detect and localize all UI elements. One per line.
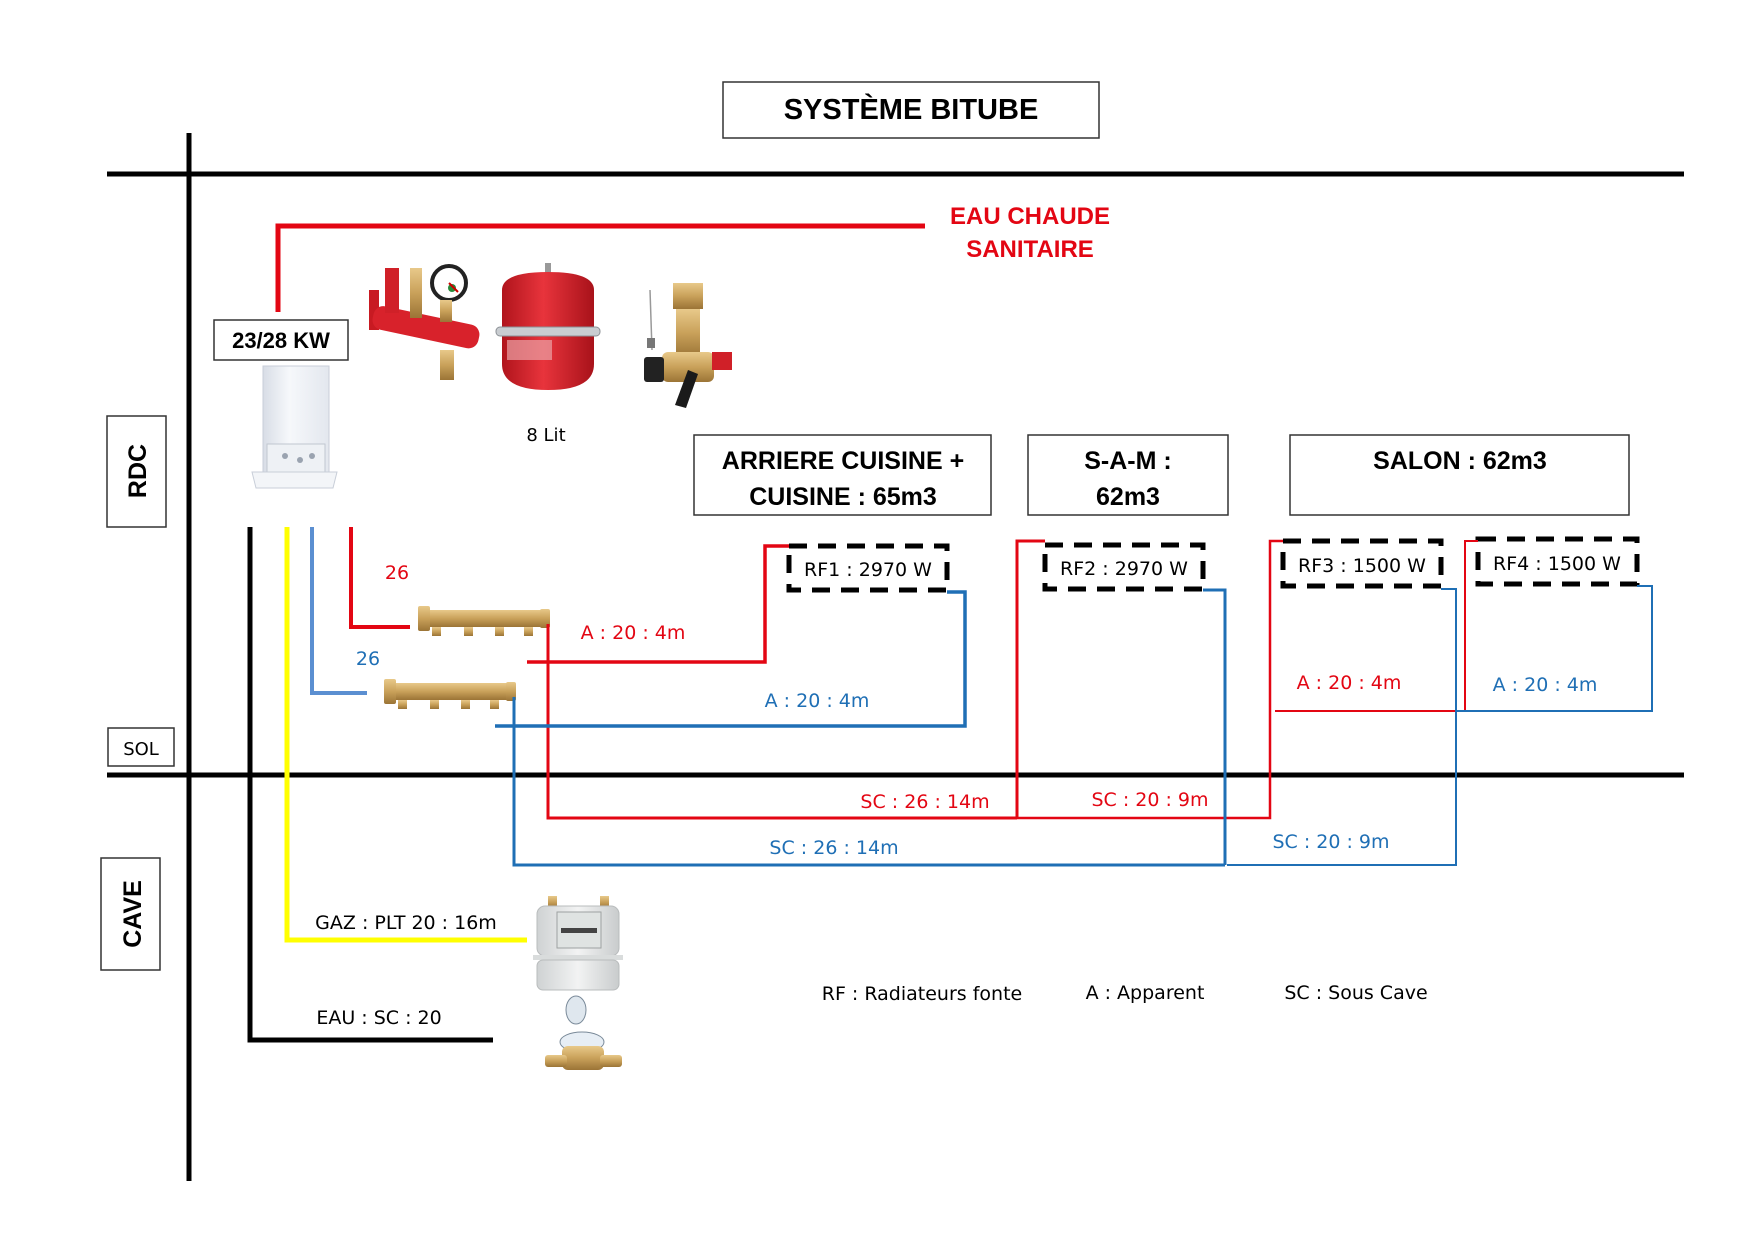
room-sam: S-A-M : 62m3 <box>1027 434 1229 516</box>
pipe-label-rf3-supply: A : 20 : 4m <box>1297 672 1402 694</box>
room-label-line1: SALON : 62m3 <box>1373 447 1547 475</box>
pipe-label-sc-return-1: SC : 26 : 14m <box>769 837 898 859</box>
radiator-label: RF1 : 2970 W <box>804 559 932 581</box>
radiator-rf1: RF1 : 2970 W <box>786 543 950 593</box>
radiator-label: RF4 : 1500 W <box>1493 553 1621 575</box>
supply-pipe-rf3-rf4 <box>1275 540 1478 712</box>
valve-icon <box>644 283 732 408</box>
return-pipe-sc-main <box>512 697 1225 867</box>
pipe-label-rf1-supply: A : 20 : 4m <box>581 622 686 644</box>
room-label-line1: S-A-M : <box>1084 447 1171 475</box>
supply-pipe-rf1 <box>527 544 789 664</box>
radiator-rf2: RF2 : 2970 W <box>1042 542 1206 592</box>
hot-water-pipe <box>275 223 925 312</box>
level-cave-label: CAVE <box>119 880 147 948</box>
room-arriere-cuisine: ARRIERE CUISINE + CUISINE : 65m3 <box>693 434 992 516</box>
pipe-label-rf4-return: A : 20 : 4m <box>1493 674 1598 696</box>
return-diameter-label: 26 <box>356 648 380 670</box>
return-pipe-sc-2 <box>1227 588 1457 866</box>
pipe-label-rf1-return: A : 20 : 4m <box>765 690 870 712</box>
supply-pipe-rf2 <box>1015 539 1045 818</box>
room-label-line1: ARRIERE CUISINE + <box>722 447 964 475</box>
return-riser <box>310 527 367 695</box>
title-box: SYSTÈME BITUBE <box>722 81 1100 139</box>
level-rdc: RDC <box>106 415 167 528</box>
return-manifold-icon <box>384 679 516 709</box>
gas-pipe <box>284 527 527 943</box>
safety-group-icon <box>369 264 480 380</box>
pipe-label-sc-supply-2: SC : 20 : 9m <box>1091 789 1208 811</box>
boiler-icon <box>251 365 338 489</box>
water-pipe <box>247 527 493 1043</box>
room-label-line2: 62m3 <box>1096 483 1160 511</box>
supply-diameter-label: 26 <box>385 562 409 584</box>
supply-pipe-sc-main <box>546 624 1017 820</box>
level-rdc-label: RDC <box>124 444 152 498</box>
pipe-label-sc-return-2: SC : 20 : 9m <box>1272 831 1389 853</box>
page-title: SYSTÈME BITUBE <box>784 92 1039 126</box>
expansion-vessel-label: 8 Lit <box>526 425 565 446</box>
return-pipe-rf1 <box>495 590 967 728</box>
expansion-vessel-icon <box>495 263 601 390</box>
hot-water-label-2: SANITAIRE <box>966 236 1094 263</box>
supply-riser <box>349 527 410 629</box>
radiator-rf4: RF4 : 1500 W <box>1475 536 1640 587</box>
boiler-power-label: 23/28 KW <box>232 328 330 353</box>
radiator-label: RF3 : 1500 W <box>1298 555 1426 577</box>
return-pipe-rf2 <box>1203 588 1227 865</box>
legend-item-a: A : Apparent <box>1086 982 1205 1004</box>
return-pipe-rf4 <box>1456 585 1653 712</box>
legend-item-sc: SC : Sous Cave <box>1284 982 1427 1004</box>
room-label-line2: CUISINE : 65m3 <box>749 483 937 511</box>
supply-pipe-sc-2 <box>1017 539 1283 820</box>
hot-water-label-1: EAU CHAUDE <box>950 203 1110 230</box>
boiler-power-box: 23/28 KW <box>213 319 349 361</box>
water-meter-icon <box>545 995 622 1070</box>
radiator-label: RF2 : 2970 W <box>1060 558 1188 580</box>
supply-manifold-icon <box>418 606 550 636</box>
room-salon: SALON : 62m3 <box>1289 434 1630 516</box>
pipe-label-sc-supply-1: SC : 26 : 14m <box>860 791 989 813</box>
level-sol: SOL <box>107 727 175 767</box>
radiator-rf3: RF3 : 1500 W <box>1280 538 1444 589</box>
level-cave: CAVE <box>100 857 161 971</box>
legend-item-rf: RF : Radiateurs fonte <box>822 983 1022 1005</box>
level-sol-label: SOL <box>123 739 159 760</box>
pipe-label-water: EAU : SC : 20 <box>316 1007 441 1029</box>
gas-meter-icon <box>533 896 623 991</box>
pipe-label-gas: GAZ : PLT 20 : 16m <box>315 912 497 934</box>
